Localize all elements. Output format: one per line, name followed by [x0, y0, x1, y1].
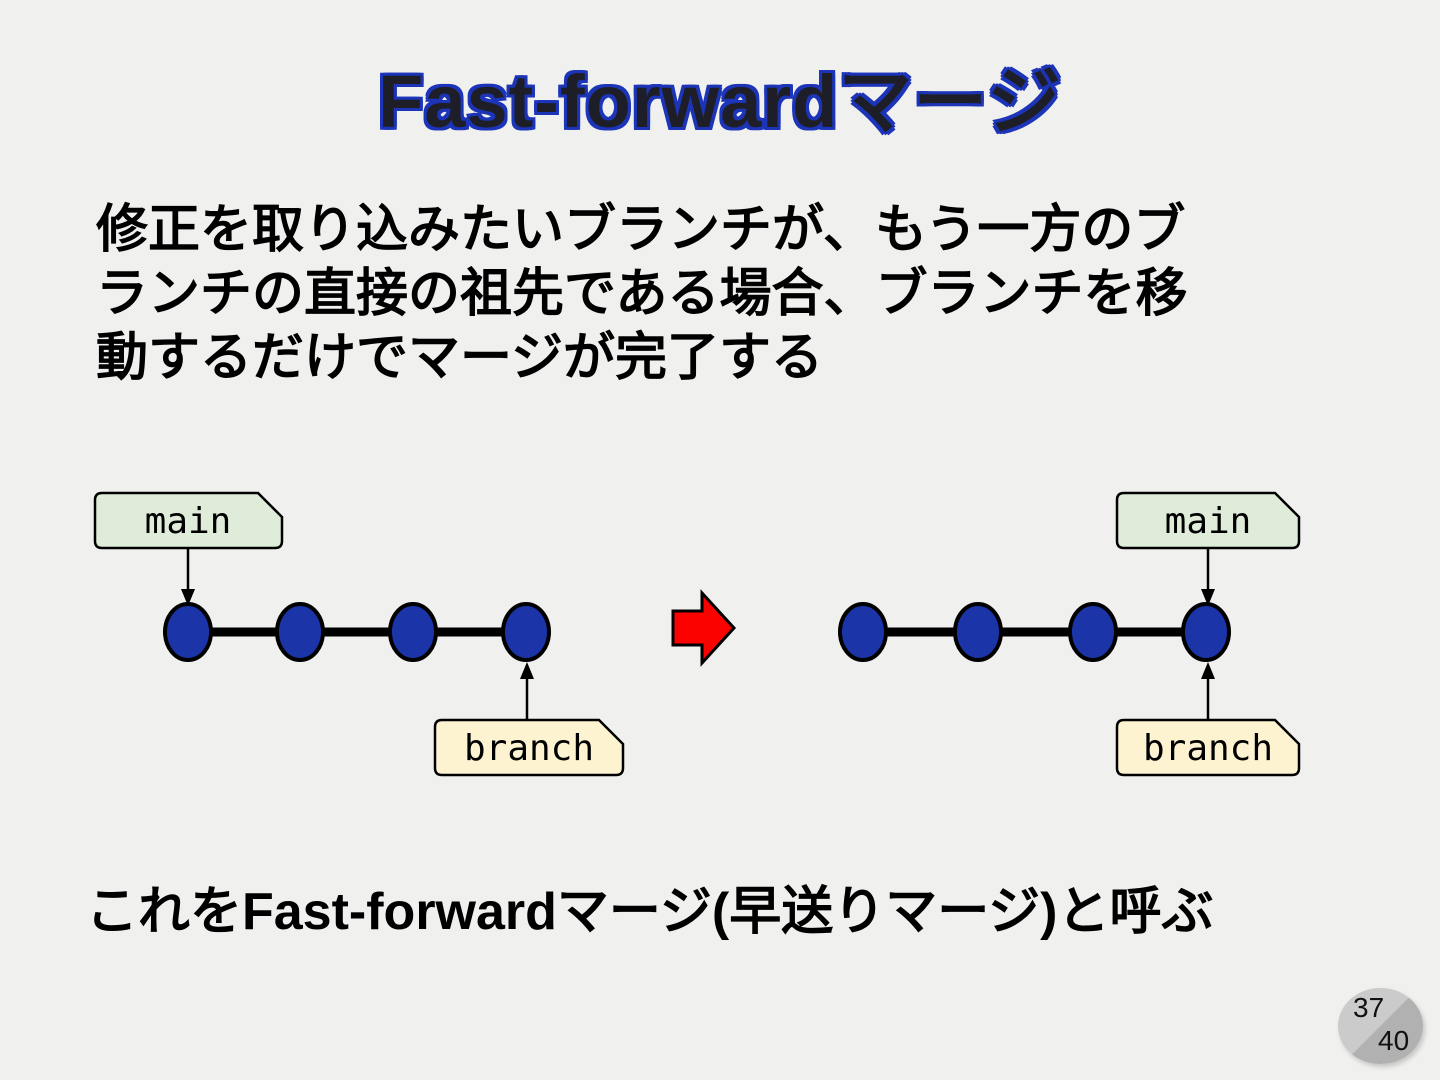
- commit-node: [838, 602, 888, 662]
- branch-label: branch: [1143, 728, 1273, 769]
- git-merge-diagram: main branch main: [93, 491, 1301, 777]
- body-line-1: 修正を取り込みたいブランチが、もう一方のブ: [96, 201, 1186, 259]
- caption-text: これをFast-forwardマージ(早送りマージ)と呼ぶ: [86, 883, 1214, 941]
- before-graph: main branch: [93, 491, 625, 777]
- commit-node: [388, 602, 438, 662]
- branch-label-box: [433, 718, 625, 777]
- commit-node: [163, 602, 213, 662]
- commit-node: [501, 602, 551, 662]
- body-line-3: 動するだけでマージが完了する: [96, 329, 823, 387]
- after-graph: main branch: [838, 491, 1301, 777]
- branch-label-box: [1115, 718, 1301, 777]
- page-total: 40: [1378, 1025, 1410, 1056]
- body-paragraph: 修正を取り込みたいブランチが、もう一方のブ ランチの直接の祖先である場合、ブラン…: [96, 198, 1376, 390]
- commit-node: [953, 602, 1003, 662]
- main-label: main: [145, 501, 232, 542]
- commit-node: [1181, 602, 1231, 662]
- main-arrowhead-icon: [1201, 589, 1215, 606]
- main-arrowhead-icon: [181, 589, 195, 606]
- body-line-2: ランチの直接の祖先である場合、ブランチを移: [96, 265, 1188, 323]
- main-label: main: [1165, 501, 1252, 542]
- transition-arrow-icon: [671, 589, 737, 667]
- main-label-box: [1115, 491, 1301, 550]
- main-label-box: [93, 491, 284, 550]
- branch-arrowhead-icon: [520, 662, 534, 679]
- page-number-badge: 37 40: [1338, 988, 1423, 1064]
- commit-node: [1068, 602, 1118, 662]
- page-current: 37: [1353, 992, 1385, 1023]
- branch-arrowhead-icon: [1201, 662, 1215, 679]
- branch-label: branch: [464, 728, 594, 769]
- page-title: Fast-forwardマージ: [378, 60, 1062, 143]
- commit-node: [275, 602, 325, 662]
